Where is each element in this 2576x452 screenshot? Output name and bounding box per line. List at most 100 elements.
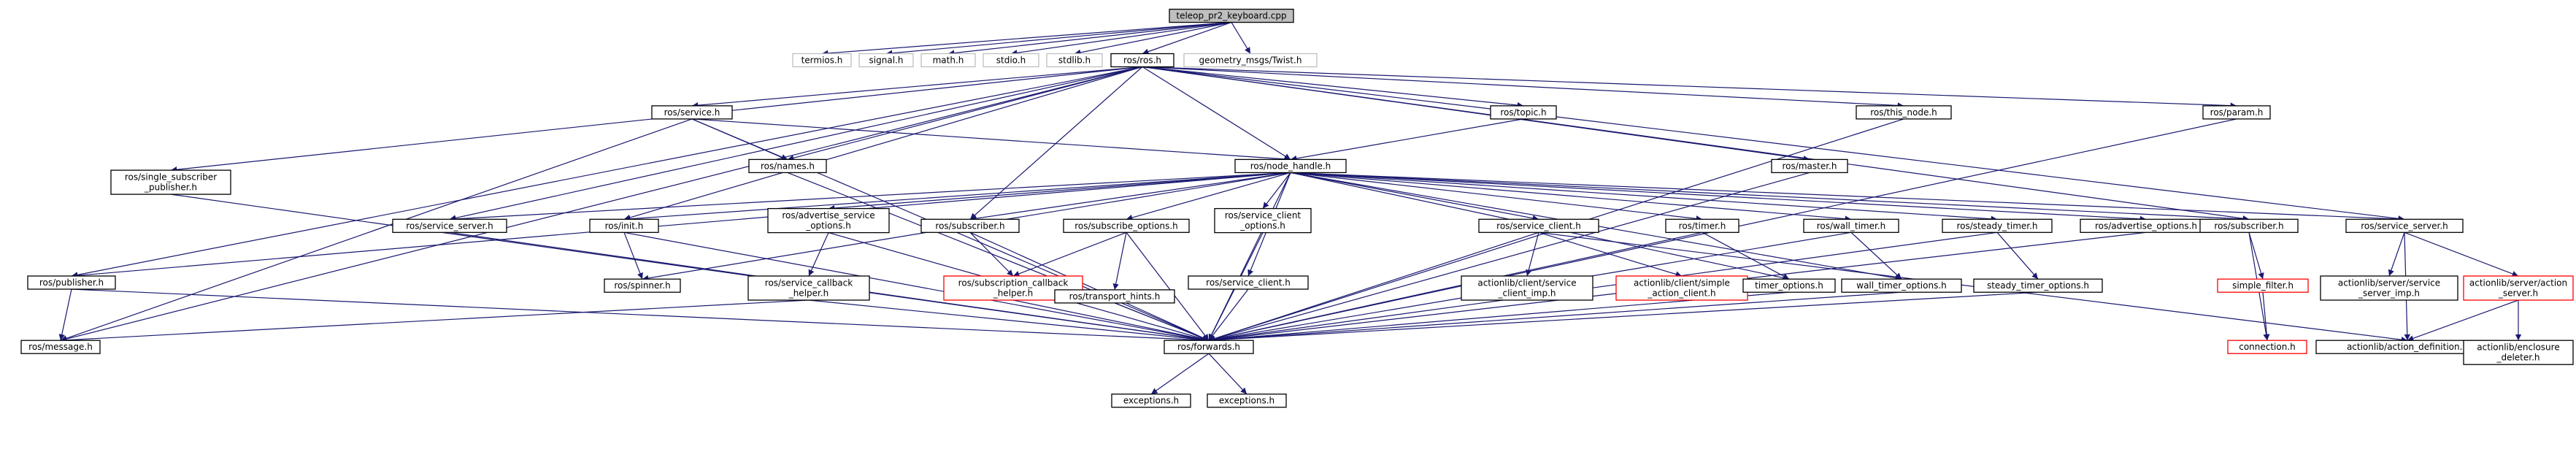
node-wall_timer_opts[interactable]: wall_timer_options.h [1841, 278, 1962, 293]
include-edge-steady_timer-to-forwards [1208, 231, 1998, 343]
node-wall_timer[interactable]: ros/wall_timer.h [1803, 218, 1899, 233]
node-steady_timer_opts[interactable]: steady_timer_options.h [1973, 278, 2103, 293]
node-box-service_client_low [1188, 275, 1309, 290]
node-subscriber_mid[interactable]: ros/subscriber.h [920, 218, 1020, 233]
node-service_server_right[interactable]: ros/service_server.h [2345, 218, 2464, 233]
node-master[interactable]: ros/master.h [1771, 158, 1848, 174]
node-timer_opts[interactable]: timer_options.h [1742, 278, 1836, 293]
include-edge-node_handle-to-service_server [449, 172, 1291, 223]
node-rosh[interactable]: ros/ros.h [1110, 53, 1174, 68]
include-edge-service_server_right-to-al_action_server [2404, 231, 2519, 277]
node-box-connection [2227, 340, 2307, 354]
node-box-single_sub [110, 169, 231, 195]
node-label-stdlib-0: stdlib.h [1058, 55, 1091, 66]
node-spinner[interactable]: ros/spinner.h [604, 278, 681, 293]
node-al_client_imp[interactable]: actionlib/client/service_client_imp.h [1461, 275, 1593, 301]
node-service_server[interactable]: ros/service_server.h [392, 218, 507, 233]
node-single_sub[interactable]: ros/single_subscriber_publisher.h [110, 169, 231, 195]
node-box-root [1169, 8, 1294, 23]
node-box-adv_service [767, 207, 890, 234]
include-edge-node_handle-to-publisher [71, 172, 1291, 279]
include-edge-node_handle-to-subscribe_opts [1126, 172, 1291, 221]
node-subscribe_opts[interactable]: ros/subscribe_options.h [1063, 218, 1190, 233]
node-connection[interactable]: connection.h [2227, 340, 2307, 354]
node-box-message [20, 340, 101, 354]
include-edge-rosh-to-topic [1142, 66, 1524, 109]
node-label-service_server_right-0: ros/service_server.h [2361, 221, 2448, 231]
node-label-service_client_opts-1: _options.h [1239, 221, 1285, 231]
include-edge-publisher-to-message [58, 288, 72, 341]
node-al_action_server[interactable]: actionlib/server/action_server.h [2463, 275, 2574, 301]
include-edge-forwards-to-exceptions2 [1208, 353, 1247, 395]
node-this_node[interactable]: ros/this_node.h [1856, 105, 1952, 120]
node-service[interactable]: ros/service.h [651, 105, 733, 120]
node-service_client_low[interactable]: ros/service_client.h [1188, 275, 1309, 290]
node-label-subscriber_mid-0: ros/subscriber.h [935, 221, 1004, 231]
node-box-service_cb [747, 275, 870, 301]
include-edge-node_handle-to-adv_service [828, 172, 1291, 212]
node-node_handle[interactable]: ros/node_handle.h [1234, 158, 1347, 174]
include-edge-subscribe_opts-to-sub_cb [1012, 231, 1127, 277]
include-edge-subscriber_mid-to-sub_cb [969, 231, 1014, 277]
node-message[interactable]: ros/message.h [20, 340, 101, 354]
node-simple_filter[interactable]: simple_filter.h [2217, 278, 2309, 293]
node-service_client_opts[interactable]: ros/service_client_options.h [1214, 207, 1312, 234]
include-edge-service_cb-to-forwards [808, 299, 1210, 343]
include-edge-sub_cb-to-forwards [1012, 299, 1210, 342]
node-transport[interactable]: ros/transport_hints.h [1054, 289, 1175, 304]
node-al_server_imp[interactable]: actionlib/server/service_server_imp.h [2320, 275, 2458, 301]
include-edge-rosh-to-publisher [71, 66, 1143, 278]
node-box-master [1771, 158, 1848, 174]
include-edge-node_handle-to-service_client_opts [1262, 172, 1291, 209]
include-edge-steady_timer-to-steady_timer_opts [1996, 231, 2039, 280]
node-label-steady_timer_opts-0: steady_timer_options.h [1987, 280, 2089, 291]
node-timer[interactable]: ros/timer.h [1665, 218, 1739, 233]
include-edge-root-to-stdlib [1074, 22, 1232, 55]
include-edge-rosh-to-subscriber_right [1142, 66, 2250, 222]
node-names[interactable]: ros/names.h [748, 158, 827, 174]
node-signal: signal.h [858, 53, 914, 68]
node-param[interactable]: ros/param.h [2202, 105, 2271, 120]
node-advertise_opts[interactable]: ros/advertise_options.h [2080, 218, 2212, 233]
node-box-al_client_imp [1461, 275, 1593, 301]
node-box-timer_opts [1742, 278, 1836, 293]
node-box-subscribe_opts [1063, 218, 1190, 233]
include-edge-node_handle-to-subscriber_mid [969, 172, 1291, 222]
node-label-master-0: ros/master.h [1783, 161, 1837, 171]
node-publisher[interactable]: ros/publisher.h [27, 275, 116, 290]
node-al_action_def[interactable]: actionlib/action_definition.h [2315, 340, 2499, 354]
include-edge-timer-to-timer_opts [1702, 231, 1790, 280]
node-adv_service[interactable]: ros/advertise_service_options.h [767, 207, 890, 234]
node-init[interactable]: ros/init.h [589, 218, 659, 233]
node-label-service_client_opts-0: ros/service_client [1225, 210, 1302, 221]
include-edge-service-to-message [60, 118, 693, 342]
include-edge-node_handle-to-service_server_right [1290, 172, 2405, 223]
node-forwards[interactable]: ros/forwards.h [1164, 340, 1254, 354]
node-exceptions2[interactable]: exceptions.h [1207, 394, 1287, 408]
node-service_client_mid[interactable]: ros/service_client.h [1478, 218, 1599, 233]
node-al_enclosure[interactable]: actionlib/enclosure_deleter.h [2463, 340, 2574, 365]
node-label-service_client_mid-0: ros/service_client.h [1496, 221, 1581, 231]
node-label-steady_timer-0: ros/steady_timer.h [1956, 221, 2037, 231]
node-label-this_node-0: ros/this_node.h [1870, 107, 1937, 118]
include-edge-rosh-to-service_server_right [1142, 66, 2405, 222]
node-label-names-0: ros/names.h [761, 161, 815, 171]
node-topic[interactable]: ros/topic.h [1490, 105, 1557, 120]
include-edge-wall_timer-to-wall_timer_opts [1850, 231, 1902, 280]
node-label-advertise_opts-0: ros/advertise_options.h [2095, 221, 2197, 231]
node-label-adv_service-1: _options.h [805, 221, 851, 231]
node-stdio: stdio.h [983, 53, 1039, 68]
node-box-exceptions2 [1207, 394, 1287, 408]
node-box-node_handle [1234, 158, 1347, 174]
node-subscriber_right[interactable]: ros/subscriber.h [2199, 218, 2299, 233]
include-edge-subscriber_right-to-simple_filter [2248, 232, 2264, 280]
include-edge-subscribe_opts-to-transport [1112, 232, 1127, 291]
node-service_cb[interactable]: ros/service_callback_helper.h [747, 275, 870, 301]
node-exceptions1[interactable]: exceptions.h [1111, 394, 1191, 408]
node-al_simple_client[interactable]: actionlib/client/simple_action_client.h [1615, 275, 1748, 301]
node-label-publisher-0: ros/publisher.h [39, 277, 104, 288]
node-box-service_client_mid [1478, 218, 1599, 233]
node-steady_timer[interactable]: ros/steady_timer.h [1942, 218, 2053, 233]
node-label-adv_service-0: ros/advertise_service [782, 210, 874, 221]
